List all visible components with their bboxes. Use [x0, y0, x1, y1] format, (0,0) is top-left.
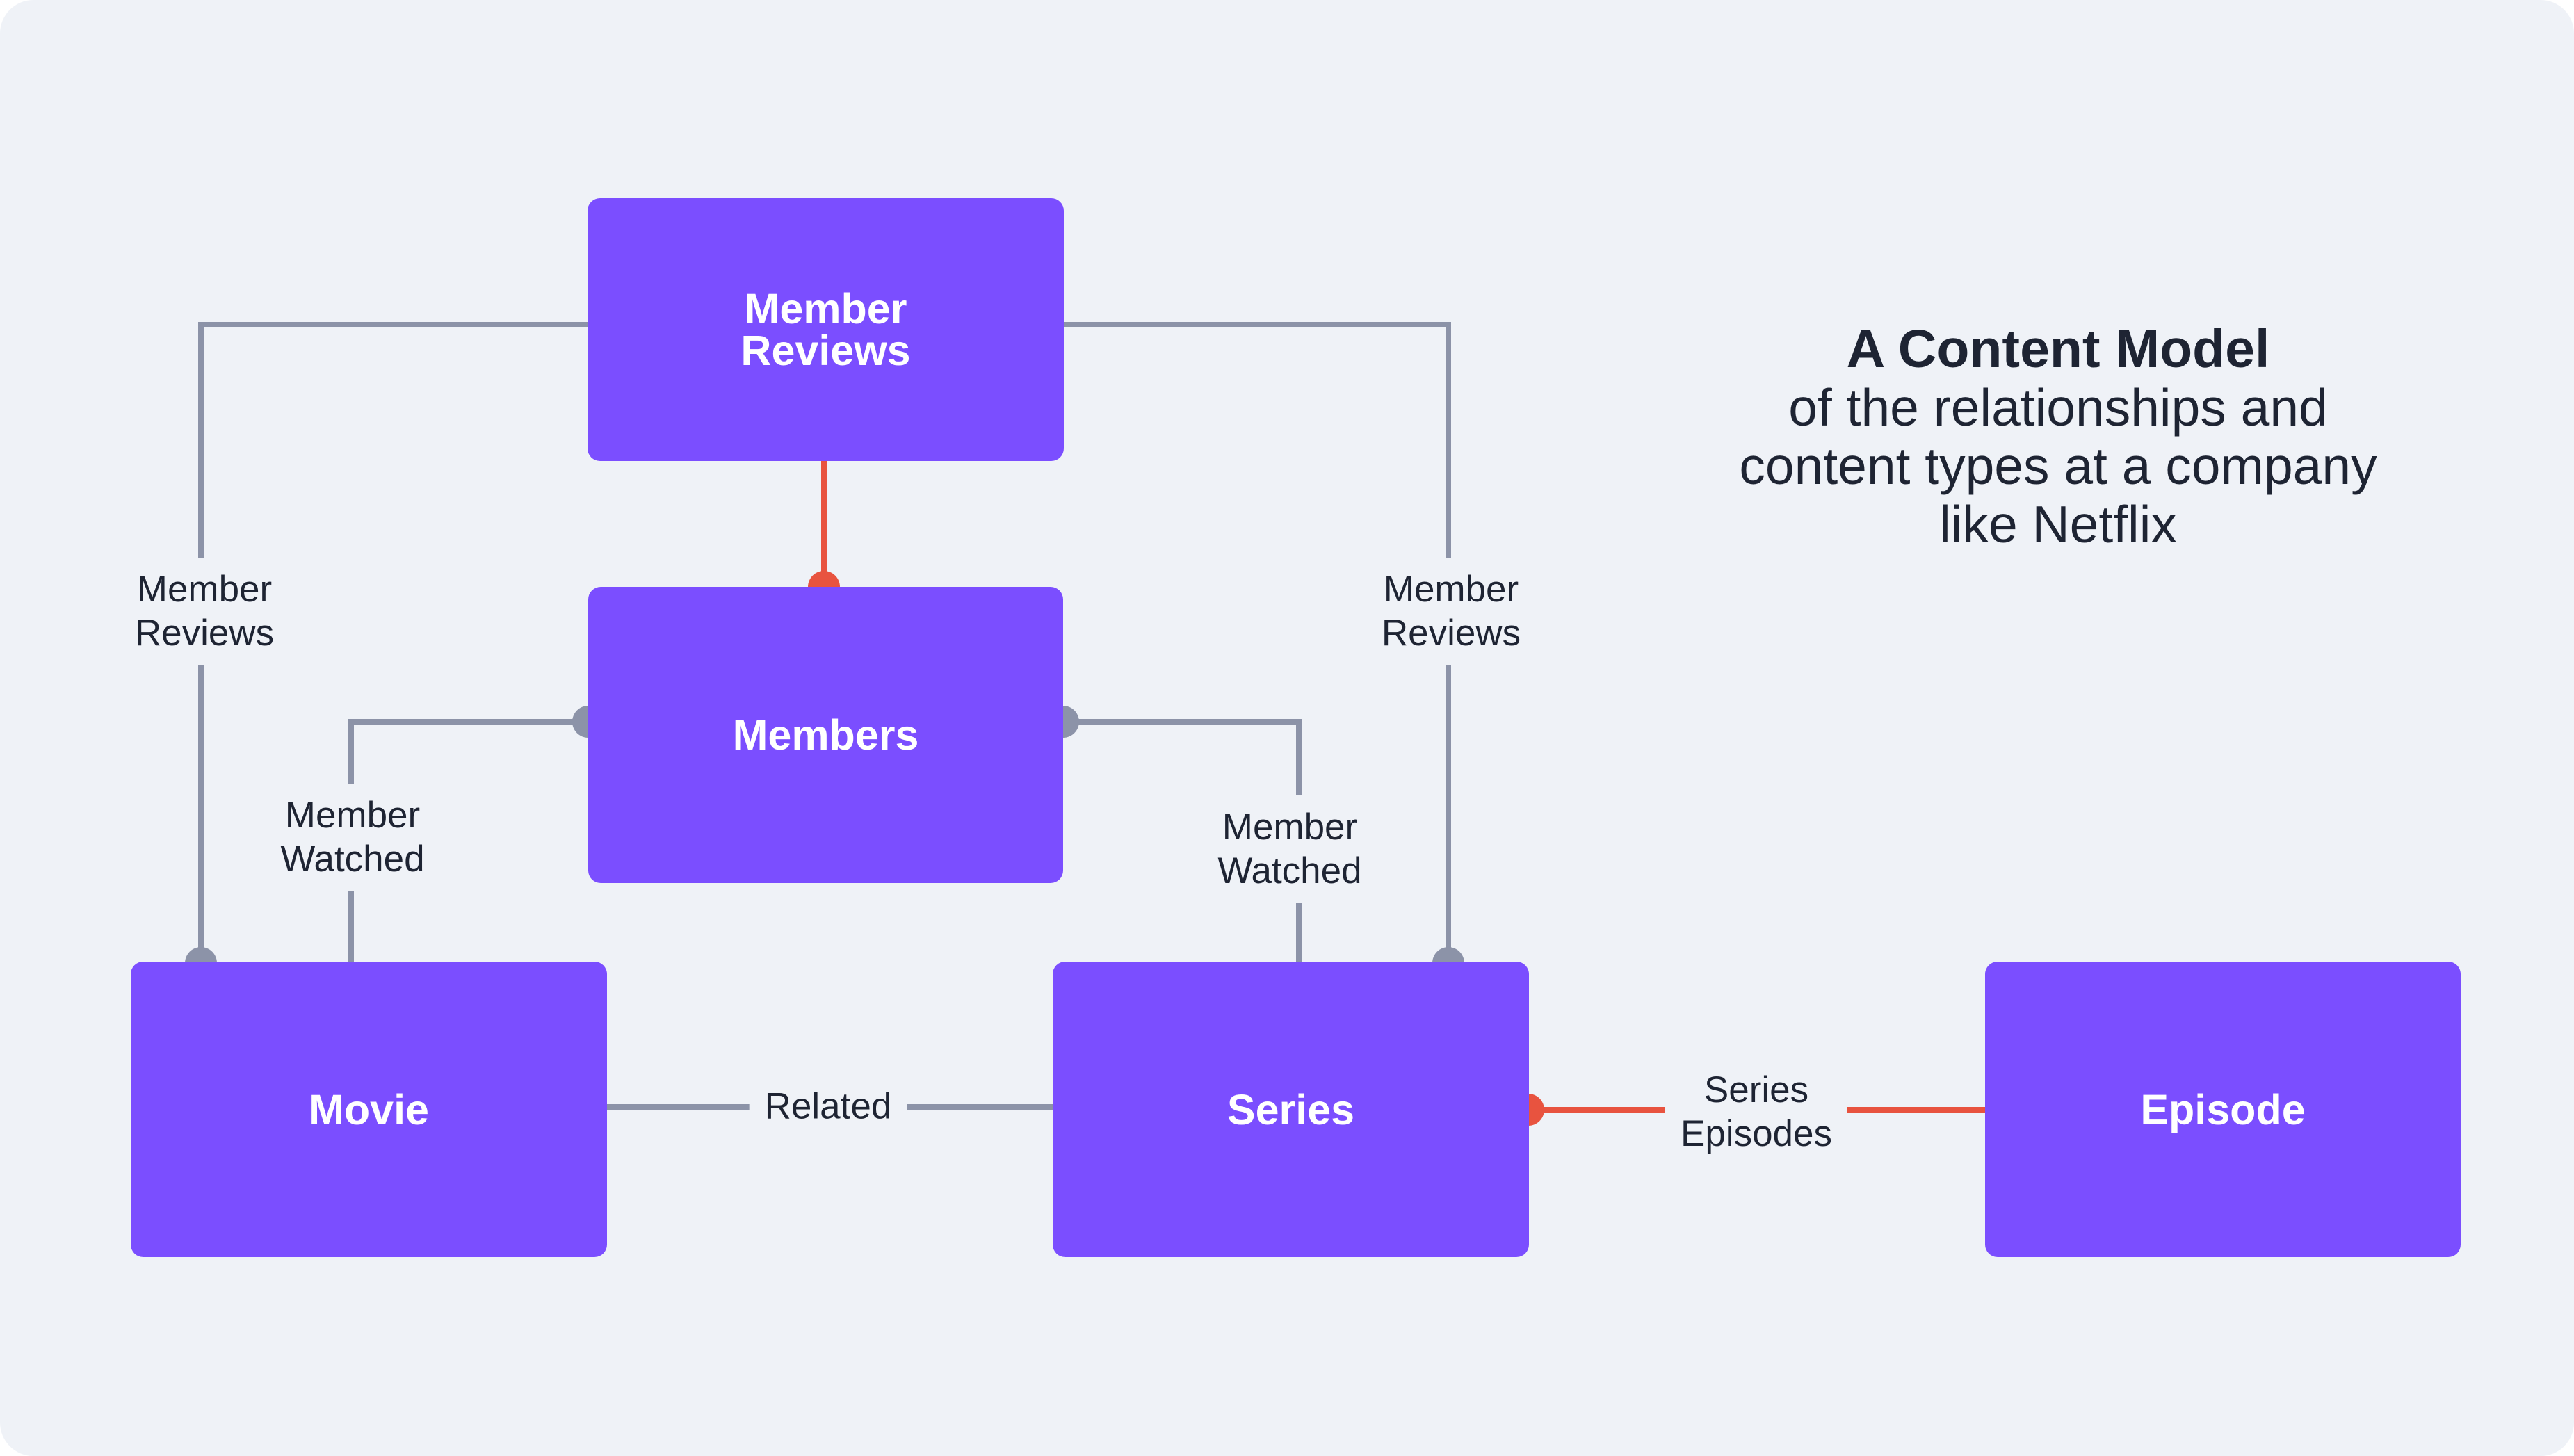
node-members[interactable]: Members — [588, 587, 1063, 883]
node-episode-label: Episode — [2140, 1085, 2306, 1133]
edge-label-reviews-movie: Member Reviews — [119, 558, 290, 665]
edge-label-watched-movie: Member Watched — [265, 784, 440, 891]
node-member-reviews[interactable]: Member Reviews — [588, 198, 1064, 461]
node-series-label: Series — [1227, 1085, 1355, 1133]
diagram-subtitle: of the relationships and content types a… — [1739, 378, 2377, 553]
diagram-title: A Content Model — [1846, 319, 2270, 379]
node-members-label: Members — [732, 711, 919, 759]
diagram-title-block: A Content Model of the relationships and… — [1641, 320, 2475, 553]
node-series[interactable]: Series — [1053, 962, 1529, 1257]
node-episode[interactable]: Episode — [1985, 962, 2461, 1257]
node-movie[interactable]: Movie — [131, 962, 607, 1257]
node-member-reviews-label: Member Reviews — [740, 285, 911, 374]
connector-reviews-movie — [198, 322, 588, 963]
edge-label-series-episodes: Series Episodes — [1665, 1058, 1848, 1165]
node-movie-label: Movie — [309, 1085, 429, 1133]
edge-label-watched-series: Member Watched — [1202, 795, 1377, 903]
connector-reviews-series — [1064, 322, 1451, 963]
edge-label-related: Related — [749, 1074, 907, 1138]
edge-label-reviews-series: Member Reviews — [1366, 558, 1537, 665]
